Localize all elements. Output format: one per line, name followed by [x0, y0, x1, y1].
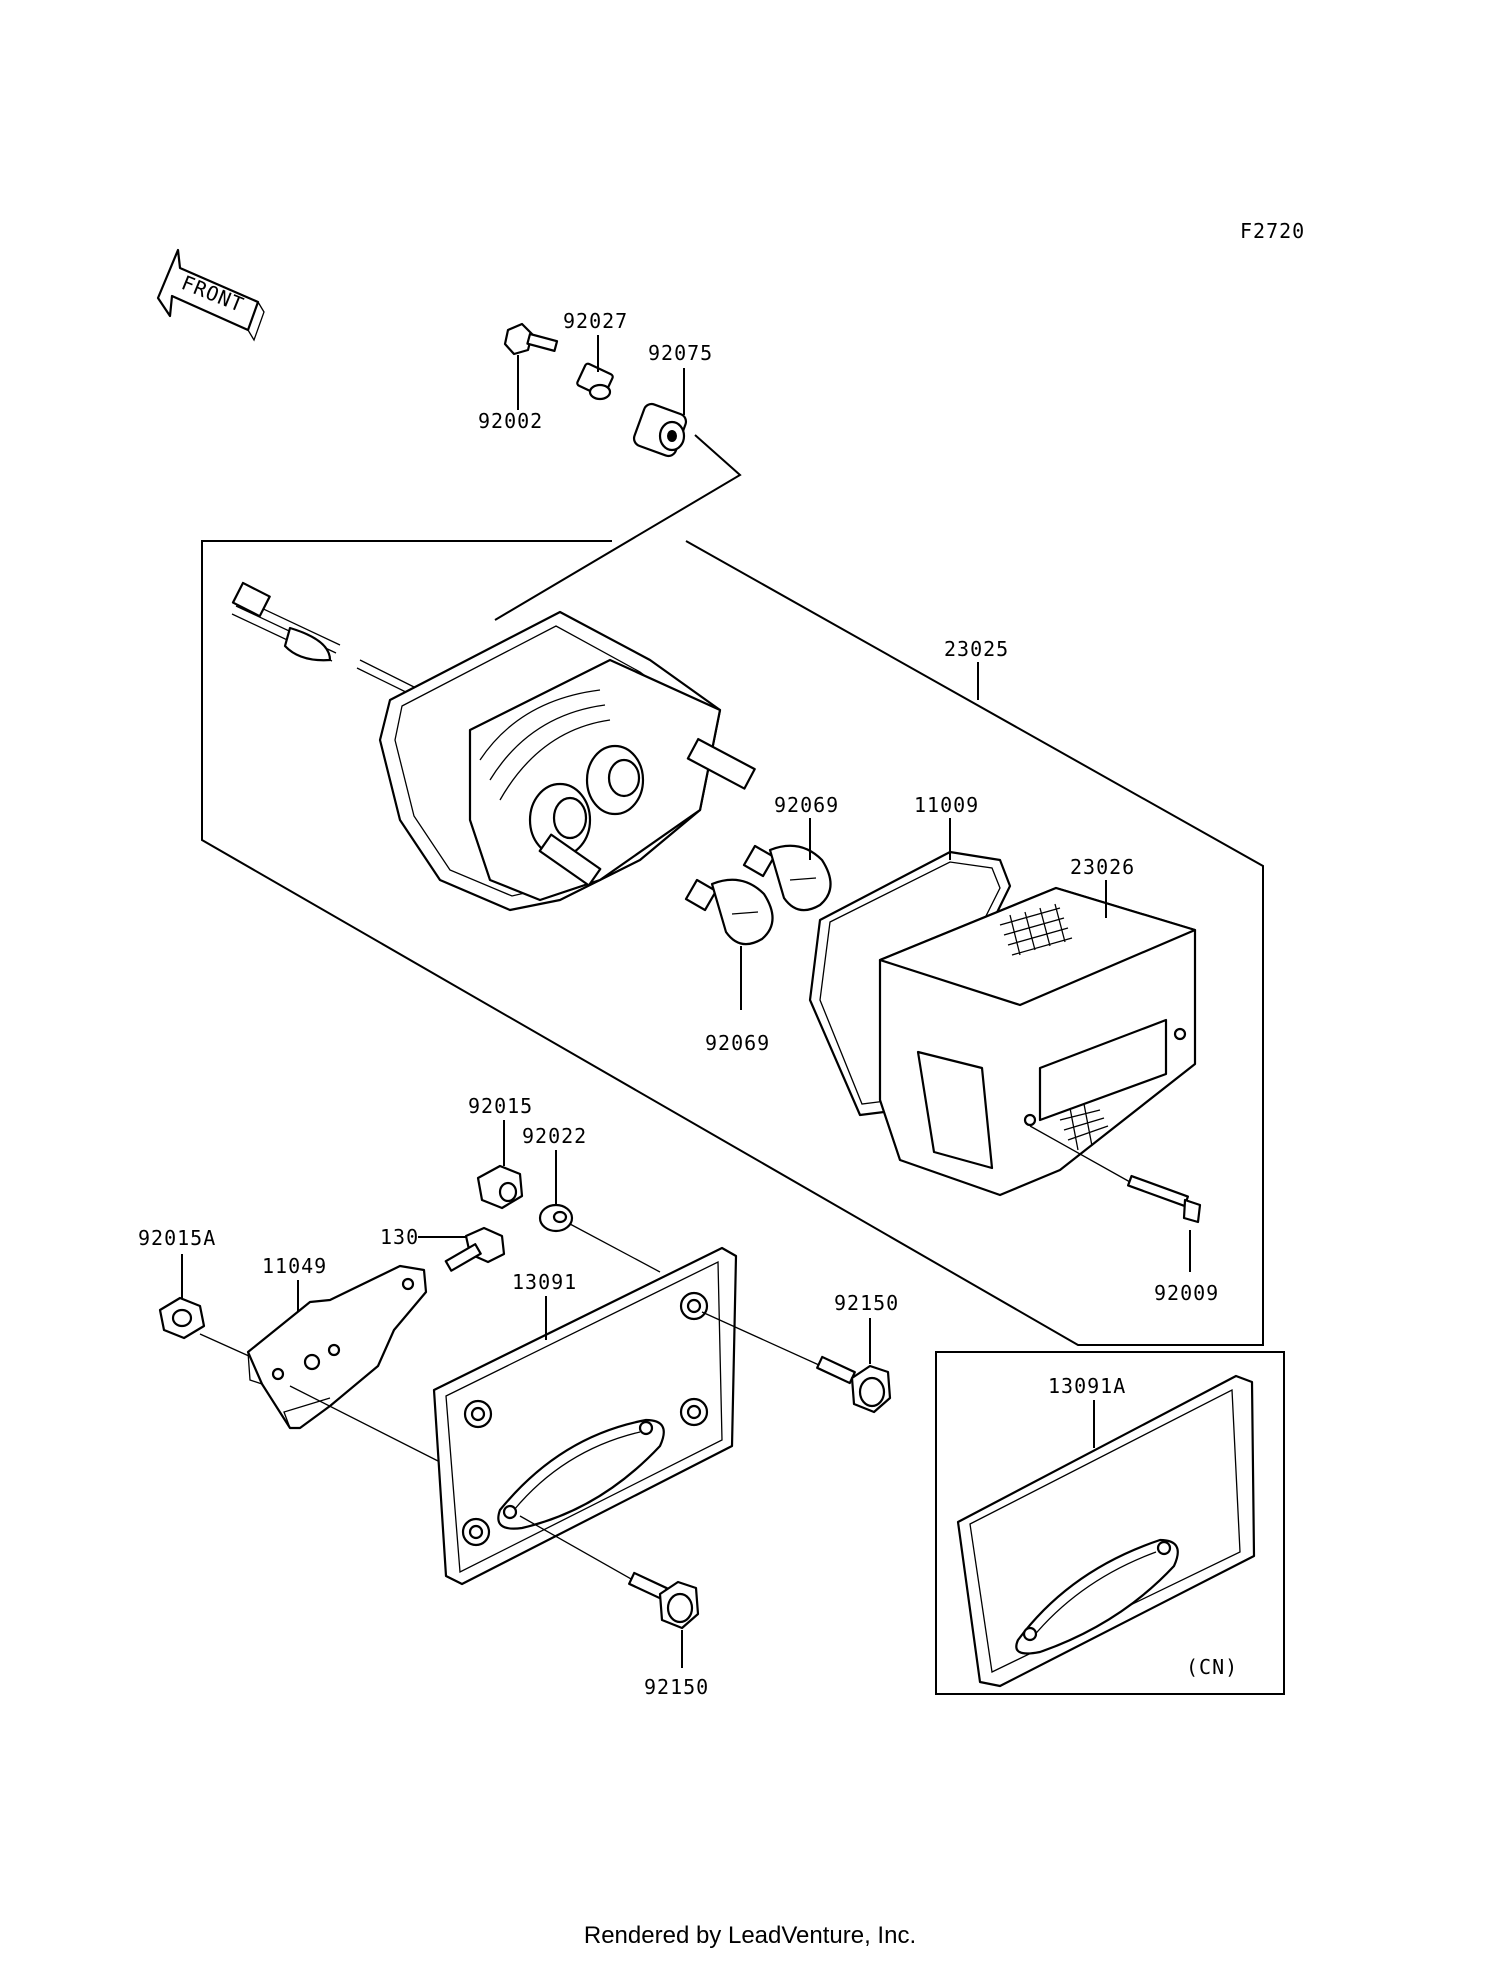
- leader-grommet-frame: [494, 434, 742, 621]
- callout-92069-upper: 92069: [774, 793, 839, 817]
- figure-code: F2720: [1240, 219, 1305, 243]
- callout-23026: 23026: [1070, 855, 1135, 879]
- screw-92009: [1126, 1174, 1202, 1224]
- callout-92009: 92009: [1154, 1281, 1219, 1305]
- tail-lamp-housing: [231, 581, 756, 912]
- washer-92022: [538, 1203, 574, 1233]
- inset-note: (CN): [1186, 1655, 1238, 1679]
- callout-23025: 23025: [944, 637, 1009, 661]
- footer-credit: Rendered by LeadVenture, Inc.: [583, 1922, 917, 1949]
- callout-92150-lower: 92150: [644, 1675, 709, 1699]
- callout-11049: 11049: [262, 1254, 327, 1278]
- callout-13091A: 13091A: [1048, 1374, 1126, 1398]
- bracket-11049: [246, 1264, 428, 1430]
- nut-92015: [476, 1164, 524, 1210]
- assembly-frame: [201, 540, 1264, 1346]
- callout-92002: 92002: [478, 409, 543, 433]
- inset-frame-cn: [935, 1351, 1285, 1695]
- callout-92075: 92075: [648, 341, 713, 365]
- grommet-92075: [632, 402, 688, 458]
- callout-92015A: 92015A: [138, 1226, 216, 1250]
- callout-92022: 92022: [522, 1124, 587, 1148]
- callout-92150-upper: 92150: [834, 1291, 899, 1315]
- bolt-92002: [503, 322, 559, 356]
- callout-13091: 13091: [512, 1270, 577, 1294]
- callout-11009: 11009: [914, 793, 979, 817]
- bolt-92150-lower: [628, 1571, 700, 1630]
- callout-92015: 92015: [468, 1094, 533, 1118]
- bulb-92069-upper: [742, 844, 832, 912]
- bolt-92150-upper: [816, 1355, 892, 1414]
- bolt-130: [444, 1226, 506, 1272]
- callout-130: 130: [380, 1225, 419, 1249]
- callout-92069-lower: 92069: [705, 1031, 770, 1055]
- plate-13091: [432, 1246, 738, 1586]
- collar-92027: [576, 362, 614, 401]
- nut-92015A: [158, 1296, 206, 1340]
- callout-92027: 92027: [563, 309, 628, 333]
- front-arrow-icon: FRONT: [156, 248, 265, 342]
- bulb-92069-lower: [684, 878, 774, 946]
- lens-23026: [878, 886, 1197, 1197]
- plate-13091A: [956, 1374, 1256, 1688]
